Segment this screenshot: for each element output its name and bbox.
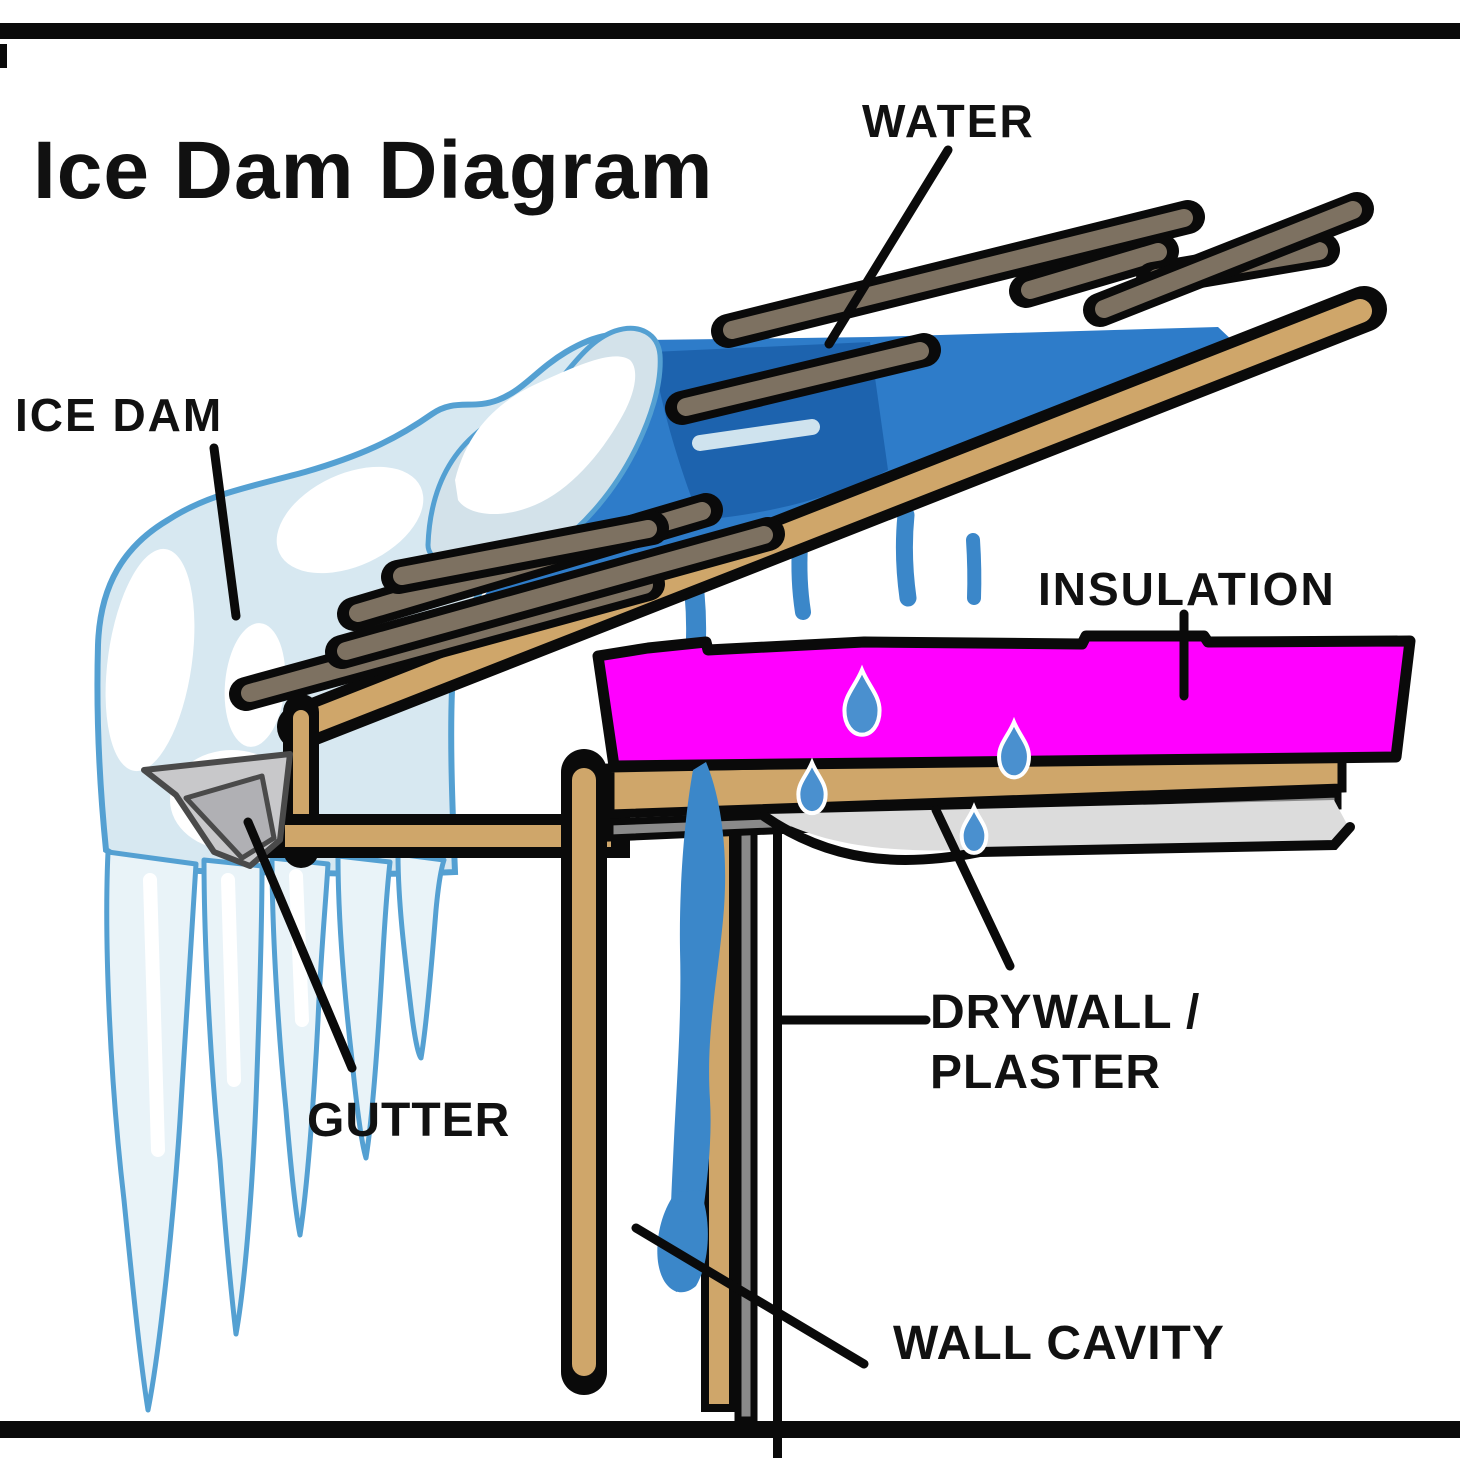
icicle (335, 853, 393, 1161)
gutter-label: GUTTER (307, 1094, 510, 1147)
water-reflection (692, 419, 820, 451)
insulation-batt (592, 630, 1416, 772)
roof-deck (277, 286, 1387, 750)
icicle-highlight (221, 873, 241, 1087)
droplet (796, 757, 828, 816)
leader-lines (209, 145, 1189, 1369)
leak-droplets (796, 664, 1031, 855)
icicle (269, 855, 331, 1238)
interior-wall-face-line (773, 820, 782, 1458)
drywall-label-line2: PLASTER (930, 1046, 1161, 1099)
gutter-leader-line (243, 817, 357, 1073)
shingle (1009, 234, 1179, 308)
icicles (104, 849, 447, 1413)
eave-assembly (264, 694, 630, 868)
droplet (997, 716, 1031, 780)
droplet (842, 664, 882, 737)
shingle (381, 511, 669, 594)
icicle-highlight (143, 873, 165, 1157)
page-title: Ice Dam Diagram (33, 125, 713, 216)
insulation-label: INSULATION (1038, 563, 1336, 615)
water-stream (670, 762, 726, 1292)
water-drip (966, 533, 982, 605)
snow-hump-highlight (455, 356, 636, 515)
droplet (959, 802, 989, 855)
shingles (229, 192, 1374, 711)
shingle (665, 333, 941, 425)
icicle (201, 857, 265, 1337)
labels: Ice Dam Diagram WATER ICE DAM INSULATION… (15, 95, 1336, 1370)
ice-highlight (276, 466, 424, 574)
interior-wall-plaster (734, 816, 758, 1424)
icicle (395, 851, 447, 1061)
water-leader-line (824, 145, 953, 349)
roof-deck-board (292, 299, 1372, 737)
frame-top-bar (0, 23, 1460, 39)
drywall-leader-line-diagonal (931, 805, 1015, 971)
shingle (711, 200, 1205, 348)
shingle (1083, 192, 1374, 327)
wall-cavity-leader-line (631, 1223, 869, 1369)
frame-left-nub (0, 44, 7, 68)
drywall-label-line1: DRYWALL / (930, 986, 1200, 1039)
sagging-plaster-sheet (766, 800, 1348, 851)
water-drip (895, 506, 917, 607)
water-label: WATER (862, 95, 1035, 147)
frame-bottom-bar (0, 1421, 1460, 1438)
ice-dam-leader-line (209, 443, 241, 621)
ice-highlight (105, 548, 195, 772)
frame (0, 23, 1460, 1438)
ice-dam-label: ICE DAM (15, 389, 223, 441)
shingle (325, 517, 785, 669)
wall-cavity-label: WALL CAVITY (893, 1317, 1225, 1370)
